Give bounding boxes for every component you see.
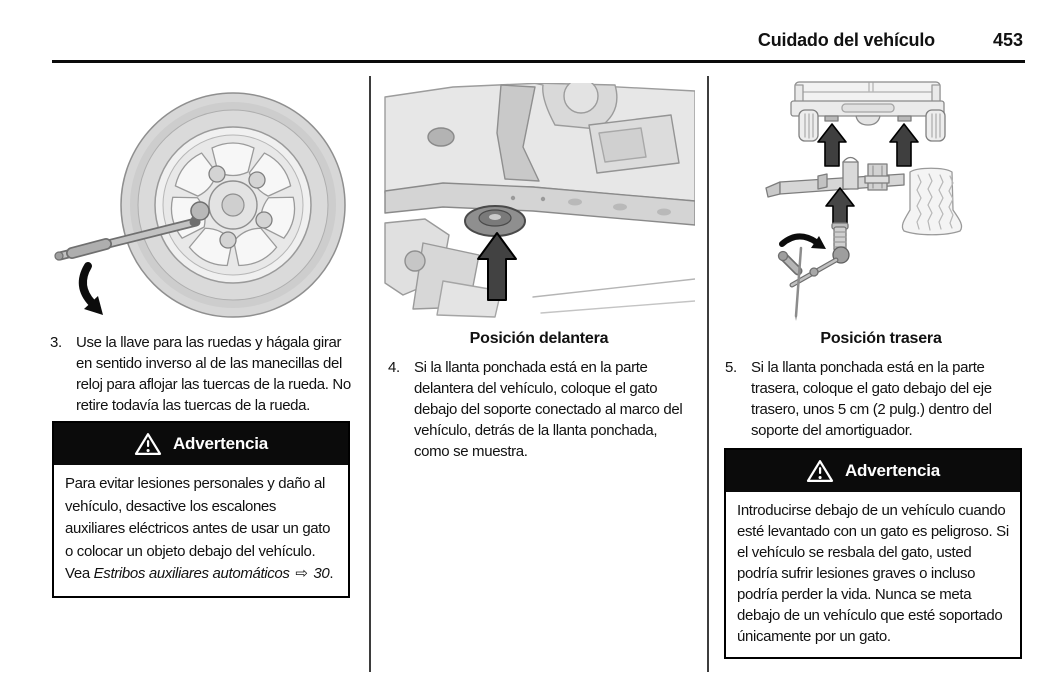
warning-title: Advertencia [844, 461, 941, 480]
wheel-lug-wrench-illustration [54, 92, 346, 318]
step-item-5: 5. Si la llanta ponchada está en la part… [725, 357, 1025, 441]
rear-axle-and-jack [765, 156, 963, 321]
figure-caption: Posición trasera [820, 330, 942, 347]
figure-caption: Posición delantera [469, 330, 609, 347]
warning-box-left: Advertencia Para evitar lesiones persona… [52, 421, 350, 598]
step-number: 3. [50, 334, 62, 351]
warning-triangle-icon [806, 460, 834, 482]
warning-text: Para evitar lesiones personales y daño a… [65, 475, 331, 582]
column-left: 3. Use la llave para las ruedas y hágala… [40, 76, 360, 672]
jack-point-arrow-icon [477, 232, 517, 301]
page-number: 453 [992, 30, 1023, 50]
step-text: Si la llanta ponchada está en la parte d… [414, 359, 683, 460]
rotation-arrow-icon [78, 262, 103, 315]
jack-point [464, 205, 526, 237]
warning-triangle-icon [134, 433, 162, 455]
warning-text: Introducirse debajo de un vehículo cuand… [737, 502, 1009, 645]
cross-reference-page: 30 [313, 565, 330, 582]
column-right: Posición trasera 5. Si la llanta ponchad… [722, 76, 1040, 672]
axle-jack-point-arrow-icon [825, 187, 855, 225]
warning-header: Advertencia [726, 450, 1020, 492]
section-title: Cuidado del vehículo [757, 30, 935, 50]
warning-body: Introducirse debajo de un vehículo cuand… [726, 492, 1020, 657]
warning-body: Para evitar lesiones personales y daño a… [54, 465, 348, 596]
column-divider-right [707, 76, 709, 672]
warning-text-end: . [329, 565, 334, 582]
step-item-4: 4. Si la llanta ponchada está en la part… [388, 357, 691, 462]
left-jack-point-arrow-icon [817, 123, 847, 167]
lug-wrench [54, 201, 210, 261]
crank-rotation-arrow-icon [779, 233, 826, 249]
page-header: Cuidado del vehículo 453 [758, 30, 1023, 51]
step-number: 5. [725, 359, 737, 376]
step-number: 4. [388, 359, 400, 376]
rim-spoke-cutouts [170, 142, 296, 267]
step-item-3: 3. Use la llave para las ruedas y hágala… [50, 332, 352, 416]
header-rule [52, 60, 1025, 63]
warning-title: Advertencia [172, 434, 269, 453]
page-reference-arrow-icon: ⇨ [295, 565, 308, 582]
right-jack-point-arrow-icon [889, 123, 919, 167]
rear-jacking-point-illustration [765, 81, 963, 321]
step-text: Use la llave para las ruedas y hágala gi… [76, 334, 351, 414]
warning-header: Advertencia [54, 423, 348, 465]
column-divider-left [369, 76, 371, 672]
warning-box-right: Advertencia Introducirse debajo de un ve… [724, 448, 1022, 659]
column-middle: Posición delantera 4. Si la llanta ponch… [383, 76, 695, 672]
step-text: Si la llanta ponchada está en la parte t… [751, 359, 992, 439]
cross-reference-title: Estribos auxiliares automáticos [93, 565, 290, 582]
lug-nuts [190, 165, 273, 249]
vehicle-rear-view [790, 81, 946, 167]
front-jacking-point-illustration [384, 83, 695, 318]
